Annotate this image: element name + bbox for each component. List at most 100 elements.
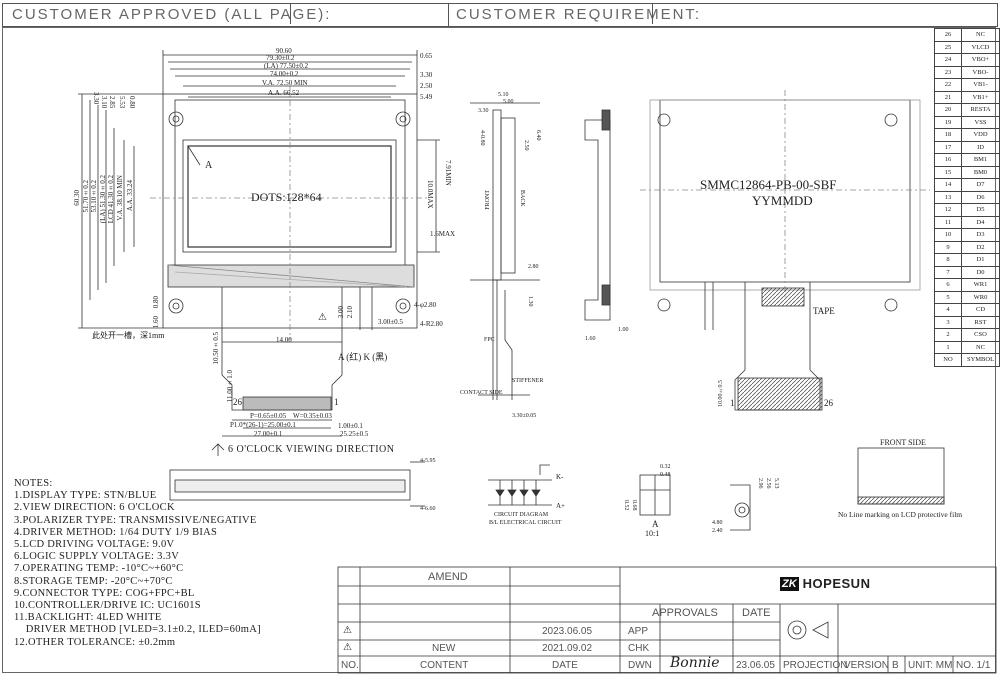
note-item: 12.OTHER TOLERANCE: ±0.2mm (14, 636, 176, 648)
approved-field[interactable] (290, 4, 446, 24)
pin-symbol: VB1+ (961, 90, 1000, 104)
requirement-field[interactable] (652, 4, 993, 24)
dim-1-6max: 1.6MAX (430, 230, 456, 238)
side-dim-5-10: 5.10 (498, 92, 509, 98)
dim-2-10-led: 2.10 (346, 306, 354, 319)
dim-2-85-l: 2.85 (108, 96, 116, 109)
dim-5-53-l: 5.53 (118, 96, 126, 109)
edge-dim-1-00: 1.00 (618, 327, 629, 333)
model-number: SMMC12864-PB-00-SBF (700, 177, 837, 192)
row3-no: NO. (341, 660, 359, 671)
pin-symbol: CSO (961, 328, 1000, 342)
pin-symbol: VBO+ (961, 53, 1000, 67)
back-pin1: 1 (730, 398, 735, 408)
pin-symbol: D0 (961, 265, 1000, 279)
pin-symbol: CD (961, 303, 1000, 317)
note-item: DRIVER METHOD [VLED=3.1±0.2, ILED=60mA] (14, 624, 261, 636)
fpc-pin26: 26 (233, 397, 242, 407)
dim-3-00-lead: 3.00±0.5 (378, 318, 403, 326)
dim-90-60: 90.60 (276, 47, 292, 55)
pin-number: 26 (934, 28, 962, 42)
front-side-title: FRONT SIDE (880, 438, 926, 447)
warning-icon: ⚠ (318, 312, 327, 323)
dim-aa-66-52: A.A. 66.52 (268, 89, 300, 97)
side-dim-2-80: 2.80 (528, 264, 539, 270)
back-fpc-pads (737, 377, 823, 411)
sheet-label: NO. 1/1 (956, 660, 991, 671)
pin-symbol: BM0 (961, 165, 1000, 179)
header-bar (2, 3, 998, 27)
side-dim-5-00: 5.00 (503, 99, 514, 105)
dim-0-65: 0.65 (420, 52, 433, 60)
pin-number: 22 (934, 78, 962, 92)
viewing-area (182, 139, 397, 253)
pin-symbol: RESTA (961, 103, 1000, 117)
circuit-diagram (488, 464, 552, 506)
side-dim-2-50: 2.50 (523, 140, 529, 151)
row1-date: 2023.06.05 (542, 626, 593, 637)
pin-number: 5 (934, 290, 962, 304)
fpc-label: FPC (484, 337, 495, 343)
bottom-view (169, 469, 411, 501)
pin-number: 18 (934, 128, 962, 142)
detail-scale: 10:1 (645, 529, 660, 538)
dim-width: W=0.35±0.03 (293, 412, 332, 420)
side-dim-6-40: 6.40 (535, 130, 541, 141)
mount-hole-br (395, 298, 411, 314)
pin-symbol: D5 (961, 203, 1000, 217)
dim-74-00: 74.00±0.2 (270, 70, 299, 78)
pin-number: 4 (934, 303, 962, 317)
logo-text: HOPESUN (802, 576, 871, 591)
note-item: 9.CONNECTOR TYPE: COG+FPC+BL (14, 587, 195, 599)
approvals-label: APPROVALS (652, 607, 718, 619)
back-tape (761, 287, 805, 307)
dim-hole-radius: 4-R2.80 (420, 320, 443, 328)
detail-a-dim-1: 0.32 (660, 464, 671, 470)
dim-53-10: 53.10±0.2 (90, 180, 98, 213)
hole-note: 此处开一槽，深1mm (92, 331, 165, 340)
dim-14-00: 14.00 (276, 336, 292, 344)
bottom-dim-5-95: 4-5.95 (420, 458, 436, 464)
back-dim: 10.00±0.5 (718, 380, 724, 407)
dim-1-00: 1.00±0.1 (338, 422, 363, 430)
date-code: YYMMDD (752, 193, 813, 208)
sign-date: 23.06.05 (736, 660, 775, 671)
pin-number: 15 (934, 165, 962, 179)
point-a-label: A (205, 160, 213, 171)
pin-symbol: D4 (961, 215, 1000, 229)
dim-0-80-l: 0.80 (128, 96, 136, 109)
pin-symbol: RST (961, 315, 1000, 329)
pin-number: 2 (934, 328, 962, 342)
logo-mark: ZK (780, 576, 799, 591)
detail-a-label: A (652, 519, 659, 529)
pin-number: 10 (934, 228, 962, 242)
detail-a-dim-3: 0.52 (623, 500, 629, 511)
bottom-dim-6-60: 4-6.60 (420, 506, 436, 512)
dim-3-10-l: 3.10 (100, 96, 108, 109)
detail-hole-dim-1: 2.96 (757, 478, 763, 489)
detail-hole-dim-5: 2.40 (712, 528, 723, 534)
pin-number: 6 (934, 278, 962, 292)
side-front-label: FRONT (485, 190, 491, 210)
fpc-tail (221, 287, 343, 411)
pin-header-symbol: SYMBOL (961, 353, 1000, 367)
pin-number: 1 (934, 340, 962, 354)
mount-hole-bl (168, 298, 184, 314)
tape-label: TAPE (813, 306, 835, 316)
rev-warning-icon-1: ⚠ (343, 625, 352, 636)
pin-number: 25 (934, 40, 962, 54)
